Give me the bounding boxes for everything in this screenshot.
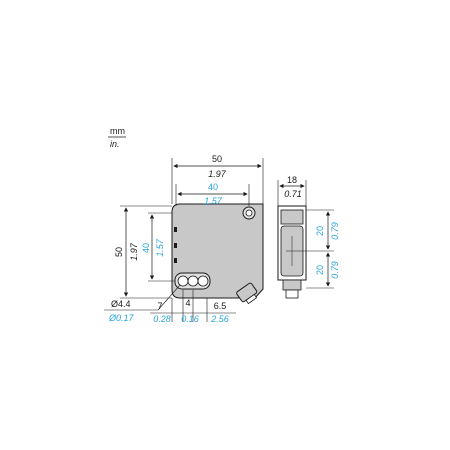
hole-spacing-height-mm: 40	[141, 243, 151, 253]
front-tab-3	[174, 258, 177, 263]
front-tab-1	[174, 227, 177, 232]
side-lower-mm: 20	[315, 265, 325, 275]
bottom-offset-1-mm: 7	[157, 301, 162, 311]
hole-spacing-width-mm: 40	[208, 182, 218, 192]
side-depth-in: 0.71	[284, 189, 302, 199]
bottom-offset-3-in: 2.56	[210, 314, 229, 324]
bottom-offset-1-in: 0.28	[153, 314, 171, 324]
unit-secondary: in.	[110, 139, 120, 149]
side-top-cap	[280, 209, 304, 225]
overall-width-mm: 50	[212, 154, 222, 164]
bottom-offset-3-mm: 6.5	[214, 301, 227, 311]
side-depth-mm: 18	[287, 175, 297, 185]
side-view: 18 0.71 20 0.79 20 0.79	[277, 175, 340, 299]
mounting-hole-top-inner	[245, 209, 253, 217]
bottom-hole-2	[187, 275, 199, 287]
bottom-offset-2-in: 0.16	[181, 314, 199, 324]
front-view: 50 1.97 40 1.57 50 1.97 40 1.57 Ø4.4 Ø0.…	[104, 154, 264, 324]
side-upper-mm: 20	[315, 226, 325, 236]
front-tab-2	[174, 243, 177, 248]
diameter-leader-d	[157, 284, 181, 311]
side-lower-in: 0.79	[330, 261, 340, 279]
side-gland-tip	[285, 289, 299, 299]
hole-diameter-in: Ø0.17	[108, 313, 135, 323]
hole-diameter-mm: Ø4.4	[111, 299, 131, 309]
cable-gland-front	[236, 282, 258, 305]
overall-height-in: 1.97	[129, 242, 139, 261]
bottom-hole-3	[197, 275, 209, 287]
overall-height-mm: 50	[114, 247, 124, 257]
hole-spacing-width-in: 1.57	[204, 196, 223, 206]
side-gland	[282, 279, 302, 291]
hole-spacing-height-in: 1.57	[155, 238, 165, 257]
overall-width-in: 1.97	[208, 169, 227, 179]
bottom-hole-1	[177, 275, 189, 287]
bottom-offset-2-mm: 4	[185, 298, 190, 308]
side-upper-in: 0.79	[330, 222, 340, 240]
unit-primary: mm	[110, 126, 125, 136]
